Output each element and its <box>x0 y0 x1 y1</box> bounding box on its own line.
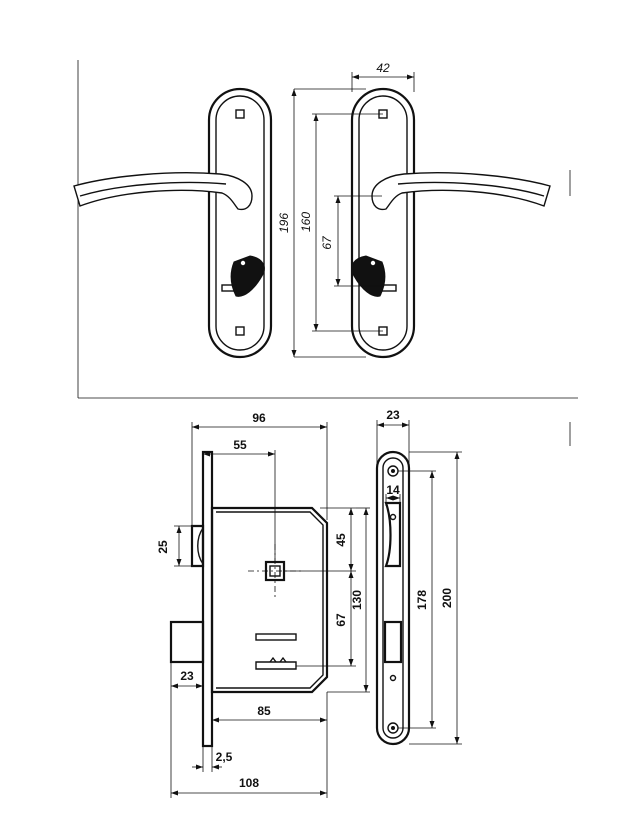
lock-faceplate <box>201 450 214 748</box>
strike-plate-outer <box>375 450 411 746</box>
right-plate-outer <box>350 87 416 359</box>
dim-67-top: 67 <box>320 195 382 287</box>
lock-case-inner <box>216 511 324 689</box>
dim-196-label: 196 <box>277 213 291 233</box>
dim-42: 42 <box>351 61 415 92</box>
latch-bolt <box>190 524 205 568</box>
dim-67-top-label: 67 <box>320 235 334 250</box>
dim-178: 178 <box>398 470 436 729</box>
left-thumbturn-pin <box>240 260 246 266</box>
right-lever-edge <box>397 181 545 197</box>
strike-plate <box>375 450 411 746</box>
right-thumbturn-pin <box>370 260 376 266</box>
dim-23-left: 23 <box>170 662 203 690</box>
latch-bolt-curve <box>197 527 204 565</box>
dim-42-label: 42 <box>376 61 390 75</box>
dim-55-label: 55 <box>233 438 247 452</box>
bottom-view: 96 55 25 45 130 <box>156 408 571 798</box>
right-handle-plate <box>350 87 551 359</box>
dim-14-label: 14 <box>386 483 400 497</box>
cylinder-slot-top <box>255 633 297 641</box>
strike-small-hole <box>389 513 397 521</box>
lock-body <box>169 450 329 748</box>
right-indicator <box>381 284 397 292</box>
left-handle-plate <box>73 87 273 359</box>
dim-196: 196 <box>277 88 366 358</box>
dim-130-label: 130 <box>350 590 364 610</box>
dim-2-5: 2,5 <box>192 746 233 772</box>
dim-67-bottom: 67 <box>296 571 356 667</box>
left-screw-top <box>235 109 245 119</box>
cylinder-key-mark <box>269 656 287 663</box>
dim-2-5-label: 2,5 <box>216 750 233 764</box>
cylinder-slot-bottom <box>255 661 297 670</box>
dim-25-label: 25 <box>156 540 170 554</box>
left-screw-bottom <box>235 326 245 336</box>
dim-108-label: 108 <box>239 776 259 790</box>
dim-23-plate: 23 <box>376 408 410 470</box>
strike-small-hole-2 <box>389 674 397 682</box>
dim-85-label: 85 <box>257 704 271 718</box>
dim-108: 108 <box>170 690 328 798</box>
dim-67-bottom-label: 67 <box>334 613 348 627</box>
dim-130: 130 <box>327 507 370 693</box>
left-thumbturn <box>230 255 265 297</box>
dim-14: 14 <box>385 483 401 506</box>
strike-plate-inner <box>382 457 404 739</box>
left-plate-outer <box>207 87 273 359</box>
left-lever-edge <box>79 181 227 197</box>
dim-200-label: 200 <box>440 588 454 608</box>
strike-latch-opening <box>384 501 402 568</box>
lock-case <box>210 506 329 694</box>
dim-45-label: 45 <box>334 533 348 547</box>
dim-178-label: 178 <box>415 590 429 610</box>
strike-bolt-opening <box>383 620 403 664</box>
dim-25: 25 <box>156 525 192 567</box>
dim-45: 45 <box>284 507 356 572</box>
left-indicator <box>221 284 237 292</box>
right-thumbturn <box>351 255 386 297</box>
left-plate-inner <box>215 95 265 351</box>
dim-85: 85 <box>212 692 328 724</box>
dim-160-label: 160 <box>299 212 313 232</box>
dim-23-plate-label: 23 <box>386 408 400 422</box>
dim-200: 200 <box>409 451 462 745</box>
left-lever <box>73 172 253 211</box>
top-view: 42 196 160 67 <box>73 60 578 399</box>
right-lever <box>371 172 551 211</box>
dim-160: 160 <box>299 113 383 332</box>
dim-55: 55 <box>203 438 276 562</box>
dead-bolt <box>169 620 205 664</box>
dim-96-label: 96 <box>252 411 266 425</box>
right-plate-inner <box>358 95 408 351</box>
dim-96: 96 <box>191 411 328 526</box>
dim-23-left-label: 23 <box>180 669 194 683</box>
